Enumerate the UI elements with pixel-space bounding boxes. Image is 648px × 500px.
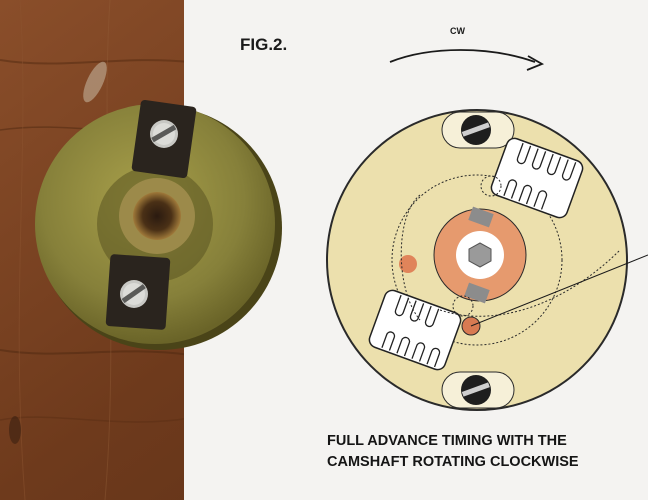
direction-label: CW <box>450 26 465 36</box>
caption-line-2: CAMSHAFT ROTATING CLOCKWISE <box>327 454 579 470</box>
upper-pin-outline <box>480 175 502 197</box>
lower-pin-outline <box>452 295 474 317</box>
pointer-line <box>470 254 648 327</box>
figure-label: FIG.2. <box>240 35 287 54</box>
upper-weight <box>490 137 584 219</box>
bottom-slot <box>441 371 515 409</box>
left-pin <box>399 255 417 273</box>
top-clamp <box>131 99 197 179</box>
caption-line-1: FULL ADVANCE TIMING WITH THE <box>327 433 567 449</box>
brass-advance-unit <box>35 99 282 350</box>
cw-arrow <box>389 49 536 63</box>
timing-figure: FIG.2. CW <box>240 26 648 470</box>
dotted-curve <box>439 249 621 317</box>
lower-weight <box>368 289 462 371</box>
central-hub <box>433 206 527 304</box>
dashed-circle <box>391 174 563 346</box>
cw-arrowhead-icon <box>526 55 545 71</box>
top-slot <box>441 111 515 149</box>
bottom-clamp <box>105 254 171 330</box>
